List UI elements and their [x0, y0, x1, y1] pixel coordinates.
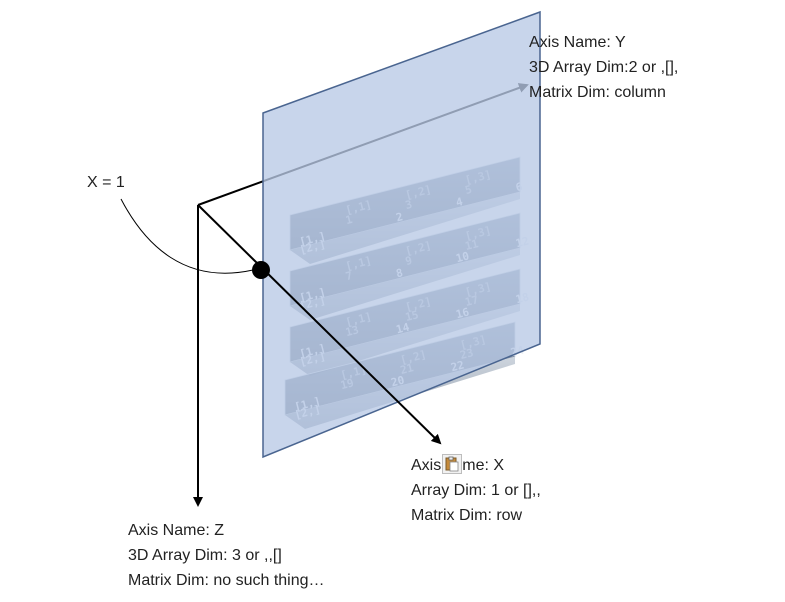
z-axis-array-dim: 3D Array Dim: 3 or ,,[] — [128, 547, 282, 564]
point-label: X = 1 — [87, 174, 125, 191]
clipboard-icon — [445, 456, 459, 472]
intersection-point — [252, 261, 270, 279]
paste-options-icon[interactable] — [442, 454, 463, 474]
z-axis-matrix-dim: Matrix Dim: no such thing… — [128, 572, 325, 589]
x-plane — [262, 10, 541, 459]
z-axis-label: Axis Name: Z 3D Array Dim: 3 or ,,[] Mat… — [128, 518, 325, 593]
x-axis — [197, 204, 442, 445]
x-axis-matrix-dim: Matrix Dim: row — [411, 507, 523, 524]
y-axis-name: Axis Name: Y — [529, 34, 626, 51]
callout-curve — [120, 198, 254, 274]
y-axis-matrix-dim: Matrix Dim: column — [529, 84, 666, 101]
y-axis-array-dim: 3D Array Dim:2 or ,[], — [529, 59, 679, 76]
z-axis-name: Axis Name: Z — [128, 522, 225, 539]
x-axis-array-dim: Array Dim: 1 or [],, — [411, 482, 541, 499]
y-axis-label: Axis Name: Y 3D Array Dim:2 or ,[], Matr… — [529, 30, 678, 105]
